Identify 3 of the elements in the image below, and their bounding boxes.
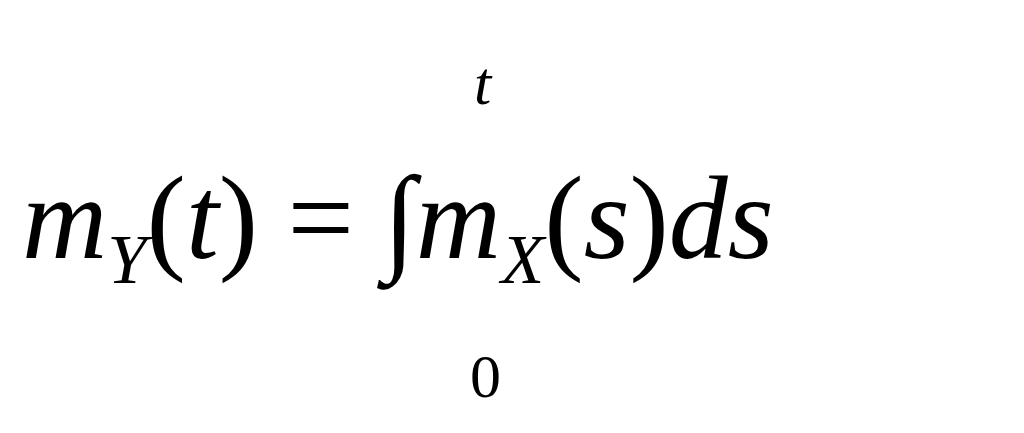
upper-limit: t: [474, 52, 492, 114]
formula: m$_{Y}$(t) = ∫m$_{X}$(s)ds: [22, 160, 774, 295]
lower-limit: 0: [470, 345, 501, 407]
